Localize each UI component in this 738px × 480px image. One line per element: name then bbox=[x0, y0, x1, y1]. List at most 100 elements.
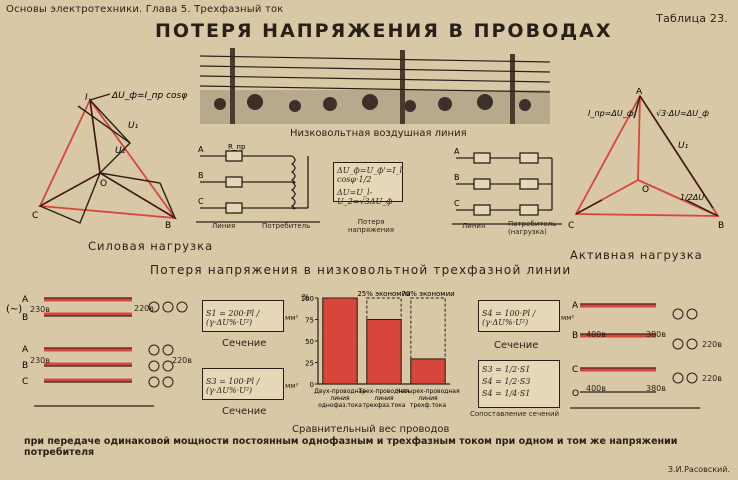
section-compare-box: S3 = 1/2·S1 S4 = 1/2·S3 S4 = 1/4·S1 bbox=[478, 360, 560, 408]
section-s3-formula: S3 = 100·Pl / (γ·ΔU%·U²) bbox=[206, 377, 260, 395]
section-s1-box: S1 = 200·Pl / (γ·ΔU%·U²) bbox=[202, 300, 284, 332]
bar bbox=[410, 358, 446, 385]
category-label: линия bbox=[330, 395, 350, 402]
svg-text:√3·ΔU=ΔU_ф: √3·ΔU=ΔU_ф bbox=[656, 109, 709, 118]
y-tick-label: 0 bbox=[310, 381, 314, 389]
active-load-vector-diagram: A B C O U₁ I_пр=ΔU_ф √3·ΔU=ΔU_ф 1/2ΔU bbox=[568, 88, 724, 231]
section-compare-caption: Сопоставление сечений bbox=[470, 410, 560, 418]
consumer-label-right: Потребитель (нагрузка) bbox=[508, 220, 557, 236]
footnote: при передаче одинаковой мощности постоян… bbox=[24, 436, 678, 458]
bar-savings-label: 25% экономии bbox=[357, 290, 410, 298]
svg-text:B: B bbox=[572, 331, 578, 341]
svg-text:C: C bbox=[198, 197, 204, 206]
line-label-left: Линия bbox=[212, 222, 236, 230]
category-label: Двух-проводная bbox=[314, 388, 366, 395]
active-load-circuit: A B C bbox=[452, 147, 562, 225]
voltage-380-b: 380в bbox=[646, 384, 666, 393]
section-s1-caption: Сечение bbox=[222, 338, 267, 349]
overhead-line-illustration bbox=[200, 48, 550, 124]
y-axis-label: % bbox=[302, 293, 310, 302]
page-title: ПОТЕРЯ НАПРЯЖЕНИЯ В ПРОВОДАХ bbox=[155, 20, 613, 42]
svg-text:B: B bbox=[454, 173, 460, 182]
power-load-circuit: A B C R_пр bbox=[196, 143, 320, 223]
chart-caption: Сравнительный вес проводов bbox=[292, 424, 450, 435]
category-label: линия bbox=[418, 395, 438, 402]
loss-caption: Потеря напряжения bbox=[347, 218, 395, 234]
svg-text:O: O bbox=[100, 179, 107, 189]
voltage-400-a: 400в bbox=[586, 330, 606, 339]
svg-text:R_пр: R_пр bbox=[228, 143, 246, 151]
section-s1-formula: S1 = 200·Pl / (γ·ΔU%·U²) bbox=[206, 309, 260, 327]
bar bbox=[366, 319, 402, 385]
voltage-220-4w-b: 220в bbox=[702, 374, 722, 383]
category-label: Трех-проводная bbox=[358, 388, 410, 395]
svg-text:B: B bbox=[718, 221, 724, 231]
svg-text:O: O bbox=[642, 185, 649, 195]
section-s4-formula: S4 = 100·Pl / (γ·ΔU%·U²) bbox=[482, 309, 536, 327]
svg-text:A: A bbox=[636, 88, 643, 97]
single-phase-wiring: A (~) B A B C bbox=[6, 295, 188, 407]
compare-line-3: S4 = 1/4·S1 bbox=[482, 389, 531, 398]
compare-line-1: S3 = 1/2·S1 bbox=[482, 365, 531, 374]
mm2-unit-s3: мм² bbox=[285, 382, 299, 390]
section-s4-caption: Сечение bbox=[494, 340, 539, 351]
category-label: однофаз.тока bbox=[318, 402, 362, 409]
section-s3-box: S3 = 100·Pl / (γ·ΔU%·U²) bbox=[202, 368, 284, 400]
y-tick-label: 50 bbox=[305, 338, 314, 346]
bar bbox=[322, 297, 358, 385]
svg-text:I: I bbox=[85, 93, 88, 103]
overhead-line-caption: Низковольтная воздушная линия bbox=[290, 128, 467, 139]
svg-text:B: B bbox=[22, 313, 28, 323]
compare-line-2: S4 = 1/2·S3 bbox=[482, 377, 531, 386]
bar-savings-label: 70% экономии bbox=[401, 290, 454, 298]
power-load-vector-diagram: I B C O U₁ U₂ ΔU_ф=I_пр cosφ bbox=[32, 91, 187, 231]
svg-text:ΔU_ф=I_пр cosφ: ΔU_ф=I_пр cosφ bbox=[111, 91, 187, 101]
table-number: Таблица 23. bbox=[656, 12, 728, 25]
svg-text:C: C bbox=[568, 221, 574, 231]
svg-text:(~): (~) bbox=[6, 304, 22, 315]
svg-text:A: A bbox=[572, 301, 579, 311]
category-label: Четырех-проводная bbox=[396, 388, 460, 395]
svg-text:U₁: U₁ bbox=[678, 141, 689, 151]
mm2-unit-s1: мм² bbox=[285, 314, 299, 322]
section-s4-box: S4 = 100·Pl / (γ·ΔU%·U²) bbox=[478, 300, 560, 332]
section-subtitle: Потеря напряжения в низковольтной трехфа… bbox=[150, 263, 572, 277]
svg-text:A: A bbox=[198, 145, 204, 154]
voltage-380-a: 380в bbox=[646, 330, 666, 339]
voltage-220-4w-a: 220в bbox=[702, 340, 722, 349]
voltage-220-3ph: 220в bbox=[172, 356, 192, 365]
svg-text:A: A bbox=[22, 295, 29, 305]
wire-weight-chart: %0255075100Двух-проводнаялинияоднофаз.то… bbox=[301, 290, 460, 409]
loss-formula-box: ΔU_ф=U_ф'=I_l cosφ·1/2 ΔU=U_l-U_2=√3ΔU_ф bbox=[333, 162, 403, 206]
svg-text:B: B bbox=[22, 361, 28, 371]
svg-text:I_пр=ΔU_ф: I_пр=ΔU_ф bbox=[588, 109, 634, 118]
consumer-label-left: Потребитель bbox=[262, 222, 311, 230]
y-tick-label: 25 bbox=[305, 360, 314, 368]
svg-text:B: B bbox=[165, 221, 171, 231]
svg-text:B: B bbox=[198, 171, 204, 180]
svg-text:O: O bbox=[572, 389, 579, 399]
svg-text:A: A bbox=[22, 345, 29, 355]
loss-formula-2: ΔU=U_l-U_2=√3ΔU_ф bbox=[337, 188, 393, 206]
power-load-caption: Силовая нагрузка bbox=[88, 239, 214, 253]
active-load-caption: Активная нагрузка bbox=[570, 248, 703, 262]
category-label: трехф.тока bbox=[410, 402, 446, 409]
svg-text:U₂: U₂ bbox=[115, 146, 126, 156]
svg-text:1/2ΔU: 1/2ΔU bbox=[680, 193, 704, 202]
author-credit: З.И.Расовский. bbox=[667, 465, 730, 474]
section-s3-caption: Сечение bbox=[222, 406, 267, 417]
category-label: линия bbox=[374, 395, 394, 402]
voltage-230-3ph: 230в bbox=[30, 356, 50, 365]
svg-text:C: C bbox=[454, 199, 460, 208]
svg-text:A: A bbox=[454, 147, 460, 156]
svg-text:C: C bbox=[572, 365, 578, 375]
y-tick-label: 100 bbox=[301, 295, 314, 303]
loss-formula-1: ΔU_ф=U_ф'=I_l cosφ·1/2 bbox=[337, 166, 403, 184]
voltage-230-1ph: 230в bbox=[30, 305, 50, 314]
svg-text:U₁: U₁ bbox=[128, 121, 139, 131]
svg-text:C: C bbox=[32, 211, 38, 221]
line-label-right: Линия bbox=[462, 222, 486, 230]
svg-text:C: C bbox=[22, 377, 28, 387]
four-wire-wiring: A B C O bbox=[570, 301, 700, 409]
